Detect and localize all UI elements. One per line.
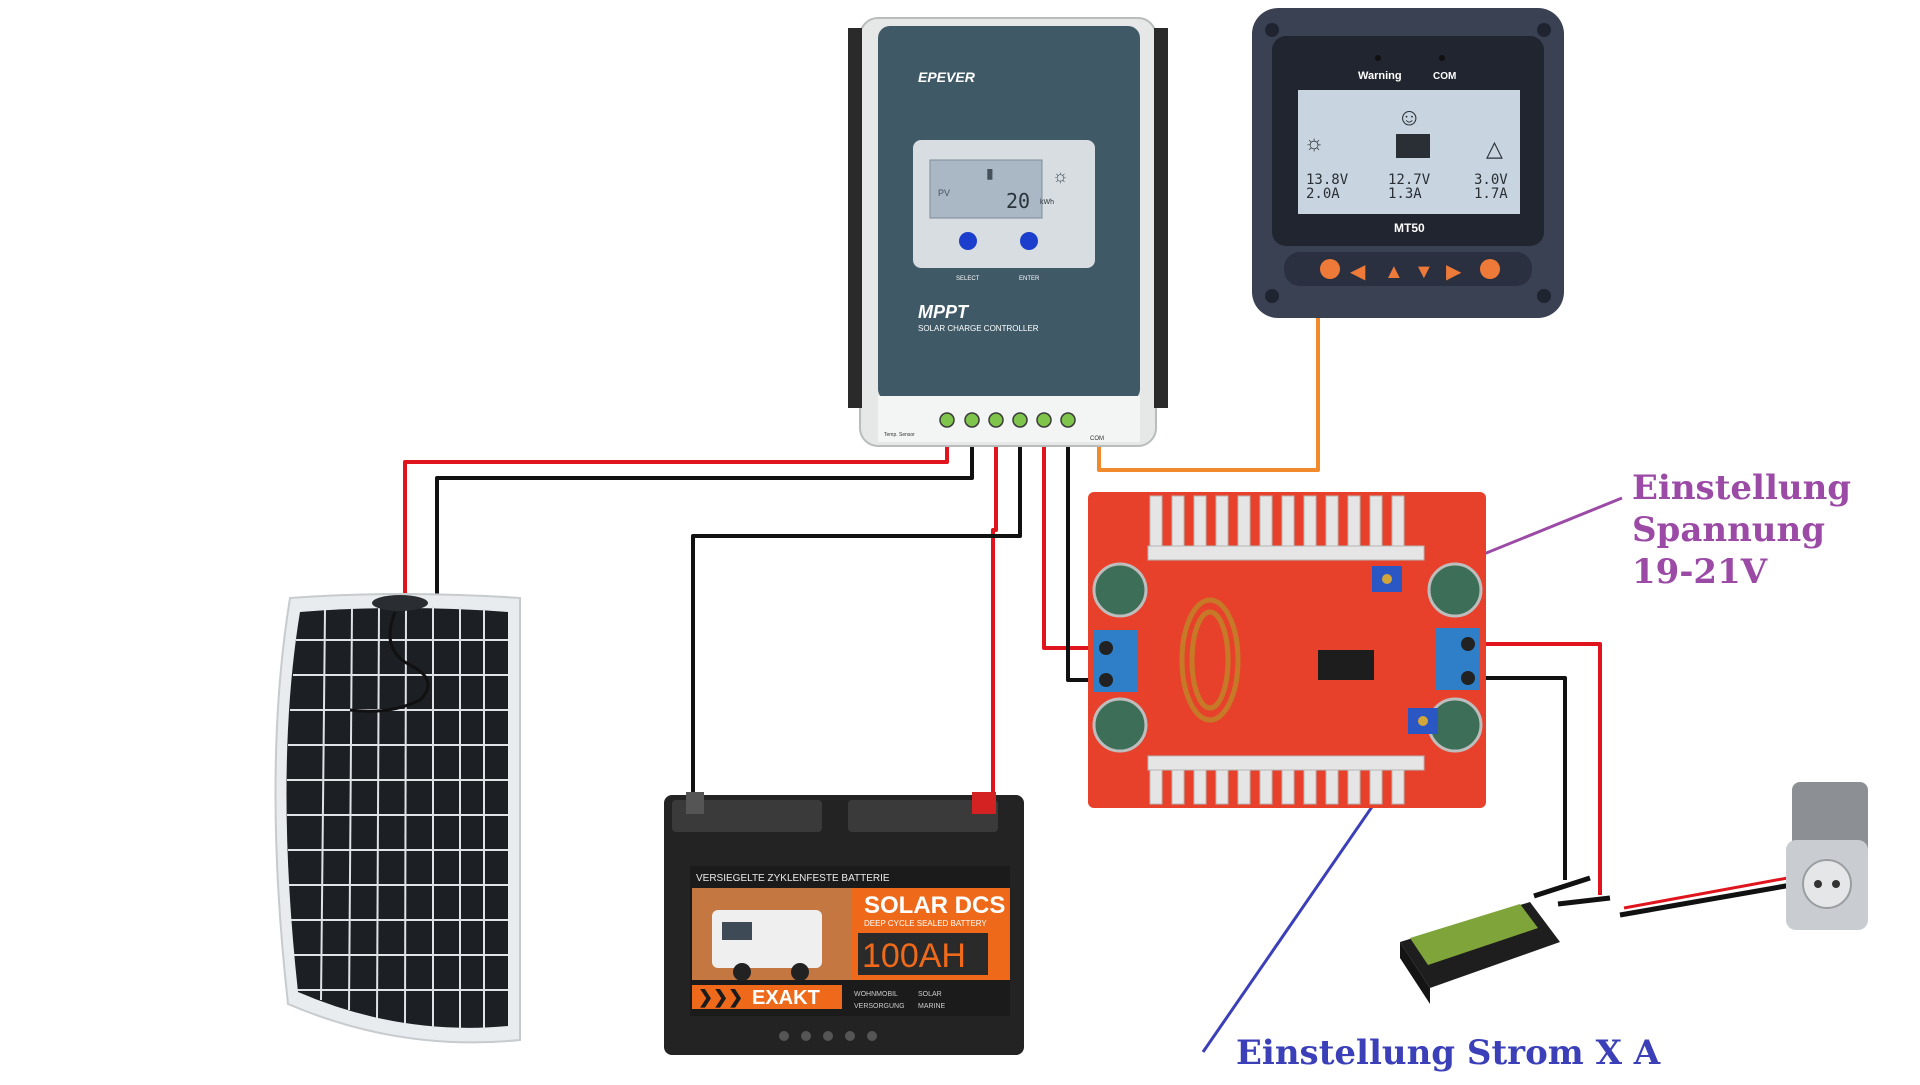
mt50-meter: Warning COM ☼ ☺ △ 13.8V 2.0A 12.7V 1.3A … xyxy=(1252,8,1564,318)
battery-icon: ▮ xyxy=(986,165,994,181)
mppt-controller: EPEVER ☼ ▮ PV 20 kWh SELECT ENTER MPPT S… xyxy=(848,17,1168,447)
com-led xyxy=(1439,55,1445,61)
bulb-icon: △ xyxy=(1486,136,1503,161)
meter-pv-current: 2.0A xyxy=(1306,186,1340,202)
annotation-voltage-setting: Einstellung Spannung 19-21V xyxy=(1632,467,1851,593)
enter-button-label: ENTER xyxy=(1019,276,1040,282)
battery-terminal-negative xyxy=(686,792,704,814)
wire-battery-positive xyxy=(991,422,998,805)
heatsink-top xyxy=(1147,495,1425,561)
wire-panel-positive xyxy=(403,422,949,600)
controller-lcd-pv: PV xyxy=(938,188,950,198)
battery-capacity: 100AH xyxy=(862,937,966,975)
warning-led xyxy=(1375,55,1381,61)
annotation-voltage-line2: Spannung xyxy=(1632,510,1826,550)
chevrons-icon: ❯❯❯ xyxy=(698,987,743,1008)
battery-product-sub: DEEP CYCLE SEALED BATTERY xyxy=(864,919,987,928)
meter-load-current: 1.7A xyxy=(1474,186,1508,202)
smiley-icon: ☺ xyxy=(1397,104,1422,131)
battery-icon xyxy=(1396,134,1430,158)
meter-battery-voltage: 12.7V xyxy=(1388,172,1431,188)
junction-box xyxy=(372,595,428,611)
boost-converter xyxy=(1088,492,1486,808)
meter-com-label: COM xyxy=(1433,71,1456,82)
enter-button[interactable] xyxy=(1020,232,1038,250)
battery-top-label: VERSIEGELTE ZYKLENFESTE BATTERIE xyxy=(696,873,890,884)
battery-terminal-positive xyxy=(972,792,996,814)
wire-converter-out-negative xyxy=(1472,676,1567,880)
up-arrow-button[interactable]: ▲ xyxy=(1384,261,1404,283)
micro-inverter xyxy=(1400,875,1611,1004)
meter-load-voltage: 3.0V xyxy=(1474,172,1508,188)
select-button-label: SELECT xyxy=(956,276,980,282)
controller-lcd-unit: kWh xyxy=(1040,199,1054,206)
controller-terminals xyxy=(939,412,1076,428)
controller-lcd-value: 20 xyxy=(1006,189,1030,213)
panel-cable xyxy=(349,611,430,713)
controller-lcd xyxy=(929,159,1043,219)
controller-subtitle: SOLAR CHARGE CONTROLLER xyxy=(918,324,1039,333)
capacitor xyxy=(1092,562,1148,618)
meter-warning-label: Warning xyxy=(1358,70,1402,82)
sun-icon: ☼ xyxy=(1052,166,1069,186)
select-button[interactable] xyxy=(959,232,977,250)
annotation-current-setting: Einstellung Strom X A xyxy=(1236,1033,1661,1073)
left-arrow-button[interactable]: ◀ xyxy=(1350,261,1366,283)
esc-button[interactable] xyxy=(1320,259,1340,279)
power-socket xyxy=(1786,782,1868,930)
wire-converter-out-positive xyxy=(1472,642,1602,895)
heatsink-bottom xyxy=(1147,755,1425,805)
solar-cell-grid xyxy=(287,605,508,1030)
battery: VERSIEGELTE ZYKLENFESTE BATTERIE SOLAR D… xyxy=(664,792,1024,1055)
terminal-strip xyxy=(878,396,1140,442)
battery-product: SOLAR DCS xyxy=(864,892,1005,919)
com-port-label: COM xyxy=(1090,436,1104,442)
ok-button[interactable] xyxy=(1480,259,1500,279)
sun-icon: ☼ xyxy=(1304,130,1324,155)
capacitor xyxy=(1427,562,1483,618)
temp-sensor-label: Temp. Sensor xyxy=(884,432,915,438)
annotation-voltage-line1: Einstellung xyxy=(1632,468,1852,508)
right-arrow-button[interactable]: ▶ xyxy=(1446,261,1462,283)
meter-model: MT50 xyxy=(1394,221,1425,235)
ic-chip xyxy=(1318,650,1374,680)
meter-battery-current: 1.3A xyxy=(1388,186,1422,202)
battery-feature-4: MARINE xyxy=(918,1003,946,1010)
controller-type: MPPT xyxy=(918,302,970,322)
down-arrow-button[interactable]: ▼ xyxy=(1414,261,1434,283)
capacitor xyxy=(1092,697,1148,753)
wire-panel-negative xyxy=(435,422,974,600)
epever-logo: EPEVER xyxy=(918,69,976,85)
wire-load-positive-to-converter xyxy=(1042,422,1098,650)
battery-feature-2: VERSORGUNG xyxy=(854,1003,905,1010)
battery-brand: EXAKT xyxy=(752,987,820,1009)
meter-pv-voltage: 13.8V xyxy=(1306,172,1349,188)
annotation-voltage-line3: 19-21V xyxy=(1632,552,1768,592)
battery-feature-1: WOHNMOBIL xyxy=(854,991,898,998)
wire-com-to-meter xyxy=(1097,300,1320,472)
battery-feature-3: SOLAR xyxy=(918,991,942,998)
wire-battery-negative xyxy=(691,422,1022,800)
solar-panel xyxy=(274,593,521,1044)
toroid-inductor xyxy=(1179,597,1241,723)
